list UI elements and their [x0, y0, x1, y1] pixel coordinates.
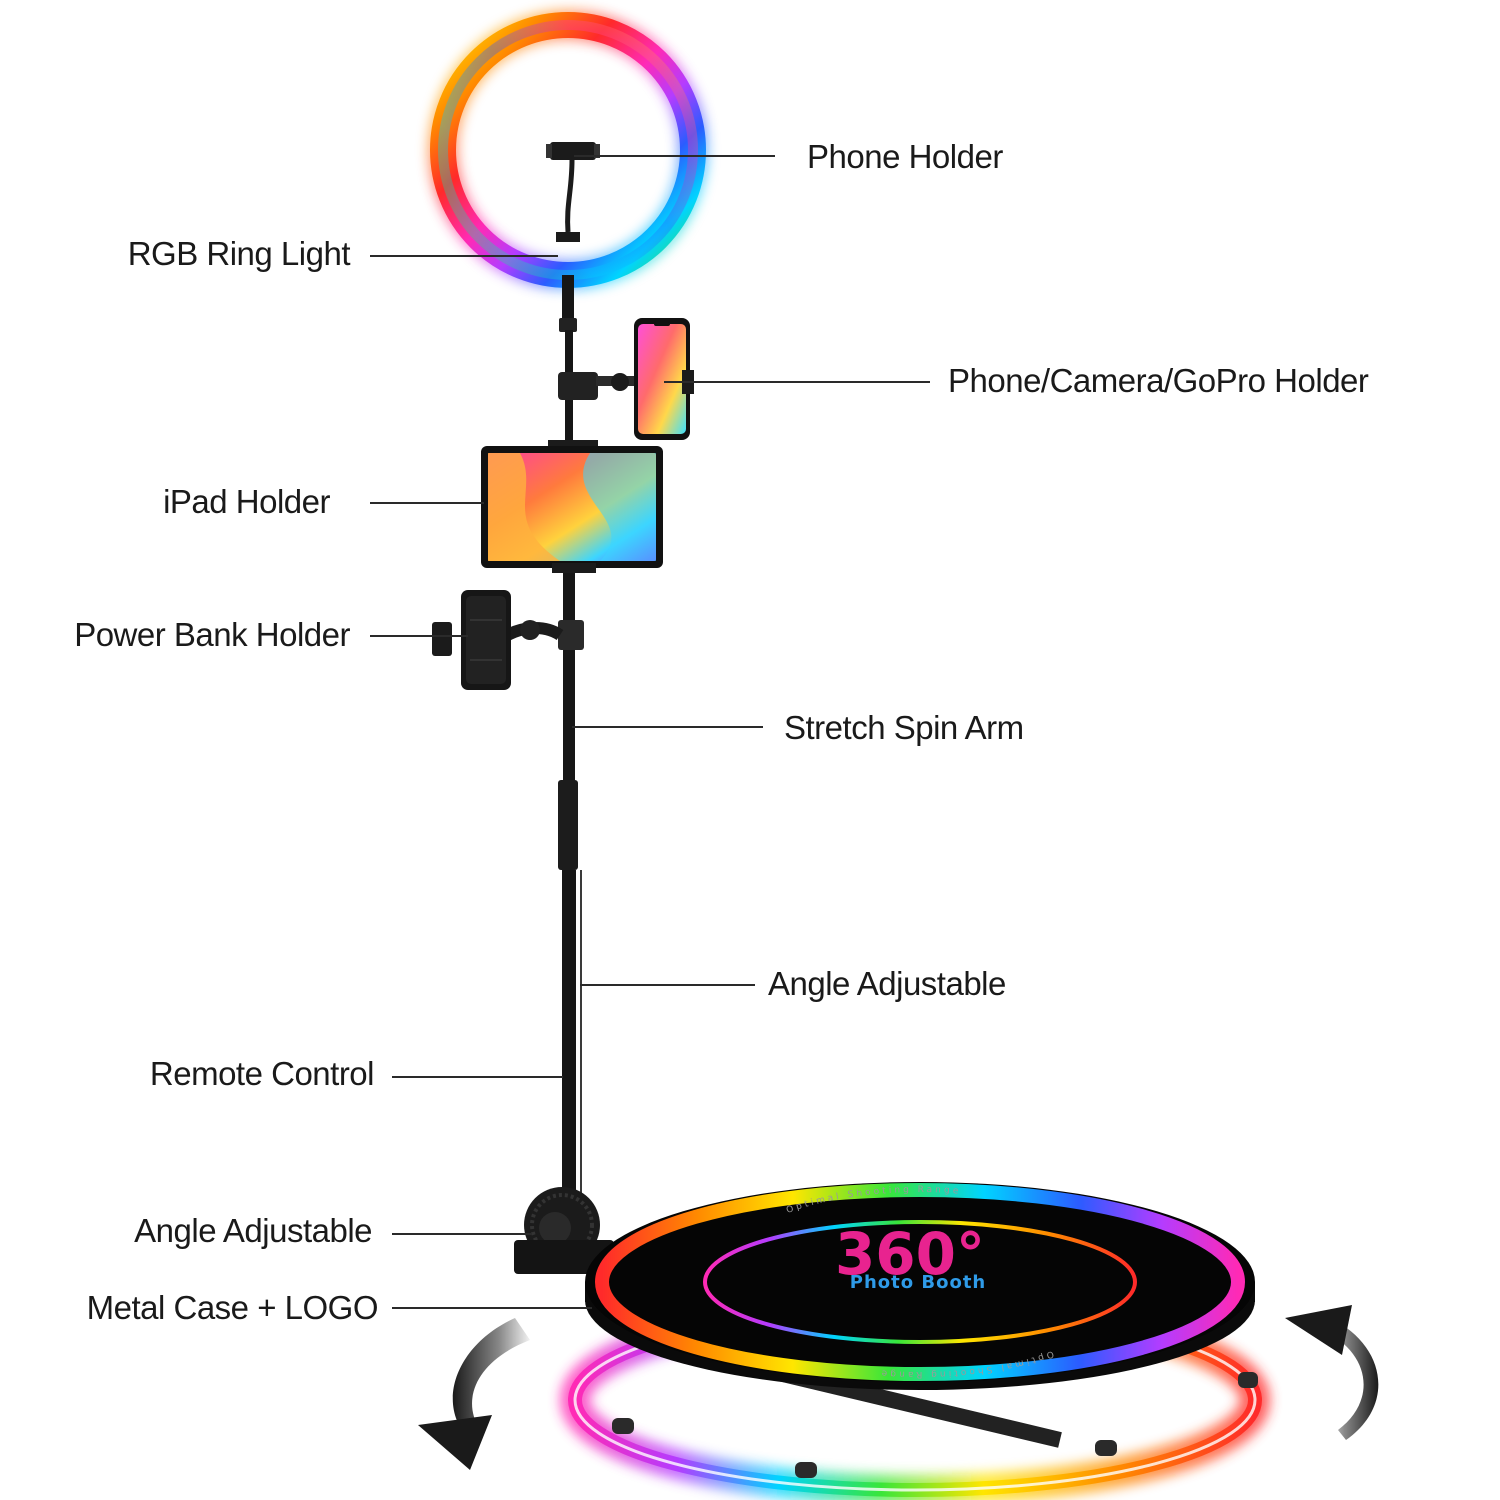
power-bank-holder	[432, 590, 564, 690]
label-remote-control: Remote Control	[150, 1055, 374, 1092]
platform-logo: 360° Photo Booth	[835, 1220, 986, 1293]
label-stretch-spin-arm: Stretch Spin Arm	[784, 709, 1024, 746]
logo-number: 360°	[835, 1220, 985, 1288]
label-metal-case-logo: Metal Case + LOGO	[87, 1289, 378, 1326]
metal-case-platform	[585, 1182, 1255, 1390]
label-power-bank-holder: Power Bank Holder	[74, 616, 350, 653]
label-angle-adjustable-arm: Angle Adjustable	[768, 965, 1006, 1002]
phone-camera-gopro-holder	[558, 318, 694, 440]
label-phone-holder: Phone Holder	[807, 138, 1003, 175]
label-rgb-ring-light: RGB Ring Light	[128, 235, 351, 272]
curved-arrow-right-icon	[1285, 1305, 1379, 1440]
label-angle-adjustable-base: Angle Adjustable	[134, 1212, 372, 1249]
ipad-holder	[481, 440, 663, 573]
label-ipad-holder: iPad Holder	[163, 483, 330, 520]
curved-arrow-left-icon	[418, 1318, 530, 1470]
label-phone-camera-gopro-holder: Phone/Camera/GoPro Holder	[948, 362, 1369, 399]
angle-adjustable-base-clamp	[514, 1187, 614, 1274]
stretch-spin-arm	[558, 275, 584, 1200]
logo-subtitle: Photo Booth	[850, 1272, 986, 1293]
